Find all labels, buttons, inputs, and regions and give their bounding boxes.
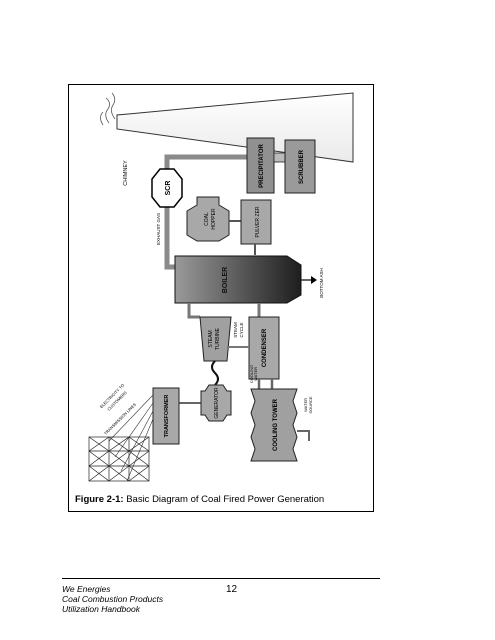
transformer <box>152 387 180 445</box>
generator-label: GENERATOR <box>214 387 220 419</box>
bottom-ash-arrow <box>311 276 317 284</box>
exhaust-duct <box>164 207 175 270</box>
steam-turbine-label: TURBINE <box>215 327 221 350</box>
figure-frame: CHIMNEY SCR EXHAUST GAS PRECIPITATOR SCR… <box>68 84 374 512</box>
scrubber-label: SCRUBBER <box>299 149 305 184</box>
condenser <box>248 316 280 380</box>
transmission-tower <box>88 436 150 482</box>
water-source-line <box>297 430 310 441</box>
power-plant-diagram: CHIMNEY SCR EXHAUST GAS PRECIPITATOR SCR… <box>88 92 354 482</box>
steam-turbine <box>199 316 232 362</box>
pulverizer-label: PULVER ZER <box>255 206 261 237</box>
condenser-label: CONDENSER <box>262 328 268 367</box>
coal-hopper-label: HOPPER <box>211 208 217 230</box>
precipitator-label: PRECIPITATOR <box>259 143 265 187</box>
chimney-smoke <box>100 92 116 126</box>
footer-line: Coal Combustion Products <box>62 594 164 604</box>
steam-line <box>187 303 200 319</box>
steam-cycle-label: STEAM <box>233 322 238 338</box>
cooling-tower <box>250 388 298 462</box>
cooling-tower-label: COOLING TOWER <box>273 398 279 451</box>
cooling-water-label: COOLING <box>249 365 254 383</box>
cooling-water-label: WATER <box>253 367 258 381</box>
exhaust-gas-label: EXHAUST GAS <box>156 213 161 245</box>
figure-caption-label: Figure 2-1: <box>75 494 124 505</box>
precipitator <box>246 137 275 194</box>
scr-label: SCR <box>165 181 172 196</box>
figure-caption-text: Basic Diagram of Coal Fired Power Genera… <box>123 494 325 505</box>
boiler-label: BOILER <box>222 267 229 293</box>
scr-unit <box>151 168 183 208</box>
transformer-label: TRANSFORMER <box>164 395 170 438</box>
boiler <box>174 255 302 304</box>
bottom-ash-label: BOTTOM ASH <box>319 268 324 297</box>
chimney-label: CHIMNEY <box>123 160 129 186</box>
water-source-label: SOURCE <box>308 396 313 413</box>
figure-caption: Figure 2-1: Basic Diagram of Coal Fired … <box>75 494 324 505</box>
steam-turbine-label: STEAM <box>208 330 214 347</box>
water-source-label: WATER <box>303 398 308 412</box>
shaft-coupling <box>211 360 219 386</box>
page-number: 12 <box>226 584 238 595</box>
footer-line: Utilization Handbook <box>62 604 140 614</box>
coal-hopper-label: COAL <box>204 212 210 226</box>
footer-publication: We Energies Coal Combustion Products Uti… <box>62 584 163 614</box>
footer-line: We Energies <box>62 584 111 594</box>
scrubber <box>284 139 316 194</box>
footer-rule <box>62 578 380 579</box>
steam-cycle-label: CYCLE <box>239 322 244 337</box>
exhaust-duct <box>164 149 254 177</box>
transmission-lines <box>108 394 154 482</box>
chimney <box>116 92 354 163</box>
generator <box>200 384 232 422</box>
coal-hopper <box>186 196 230 242</box>
precipitator-scrubber-link <box>273 152 286 163</box>
